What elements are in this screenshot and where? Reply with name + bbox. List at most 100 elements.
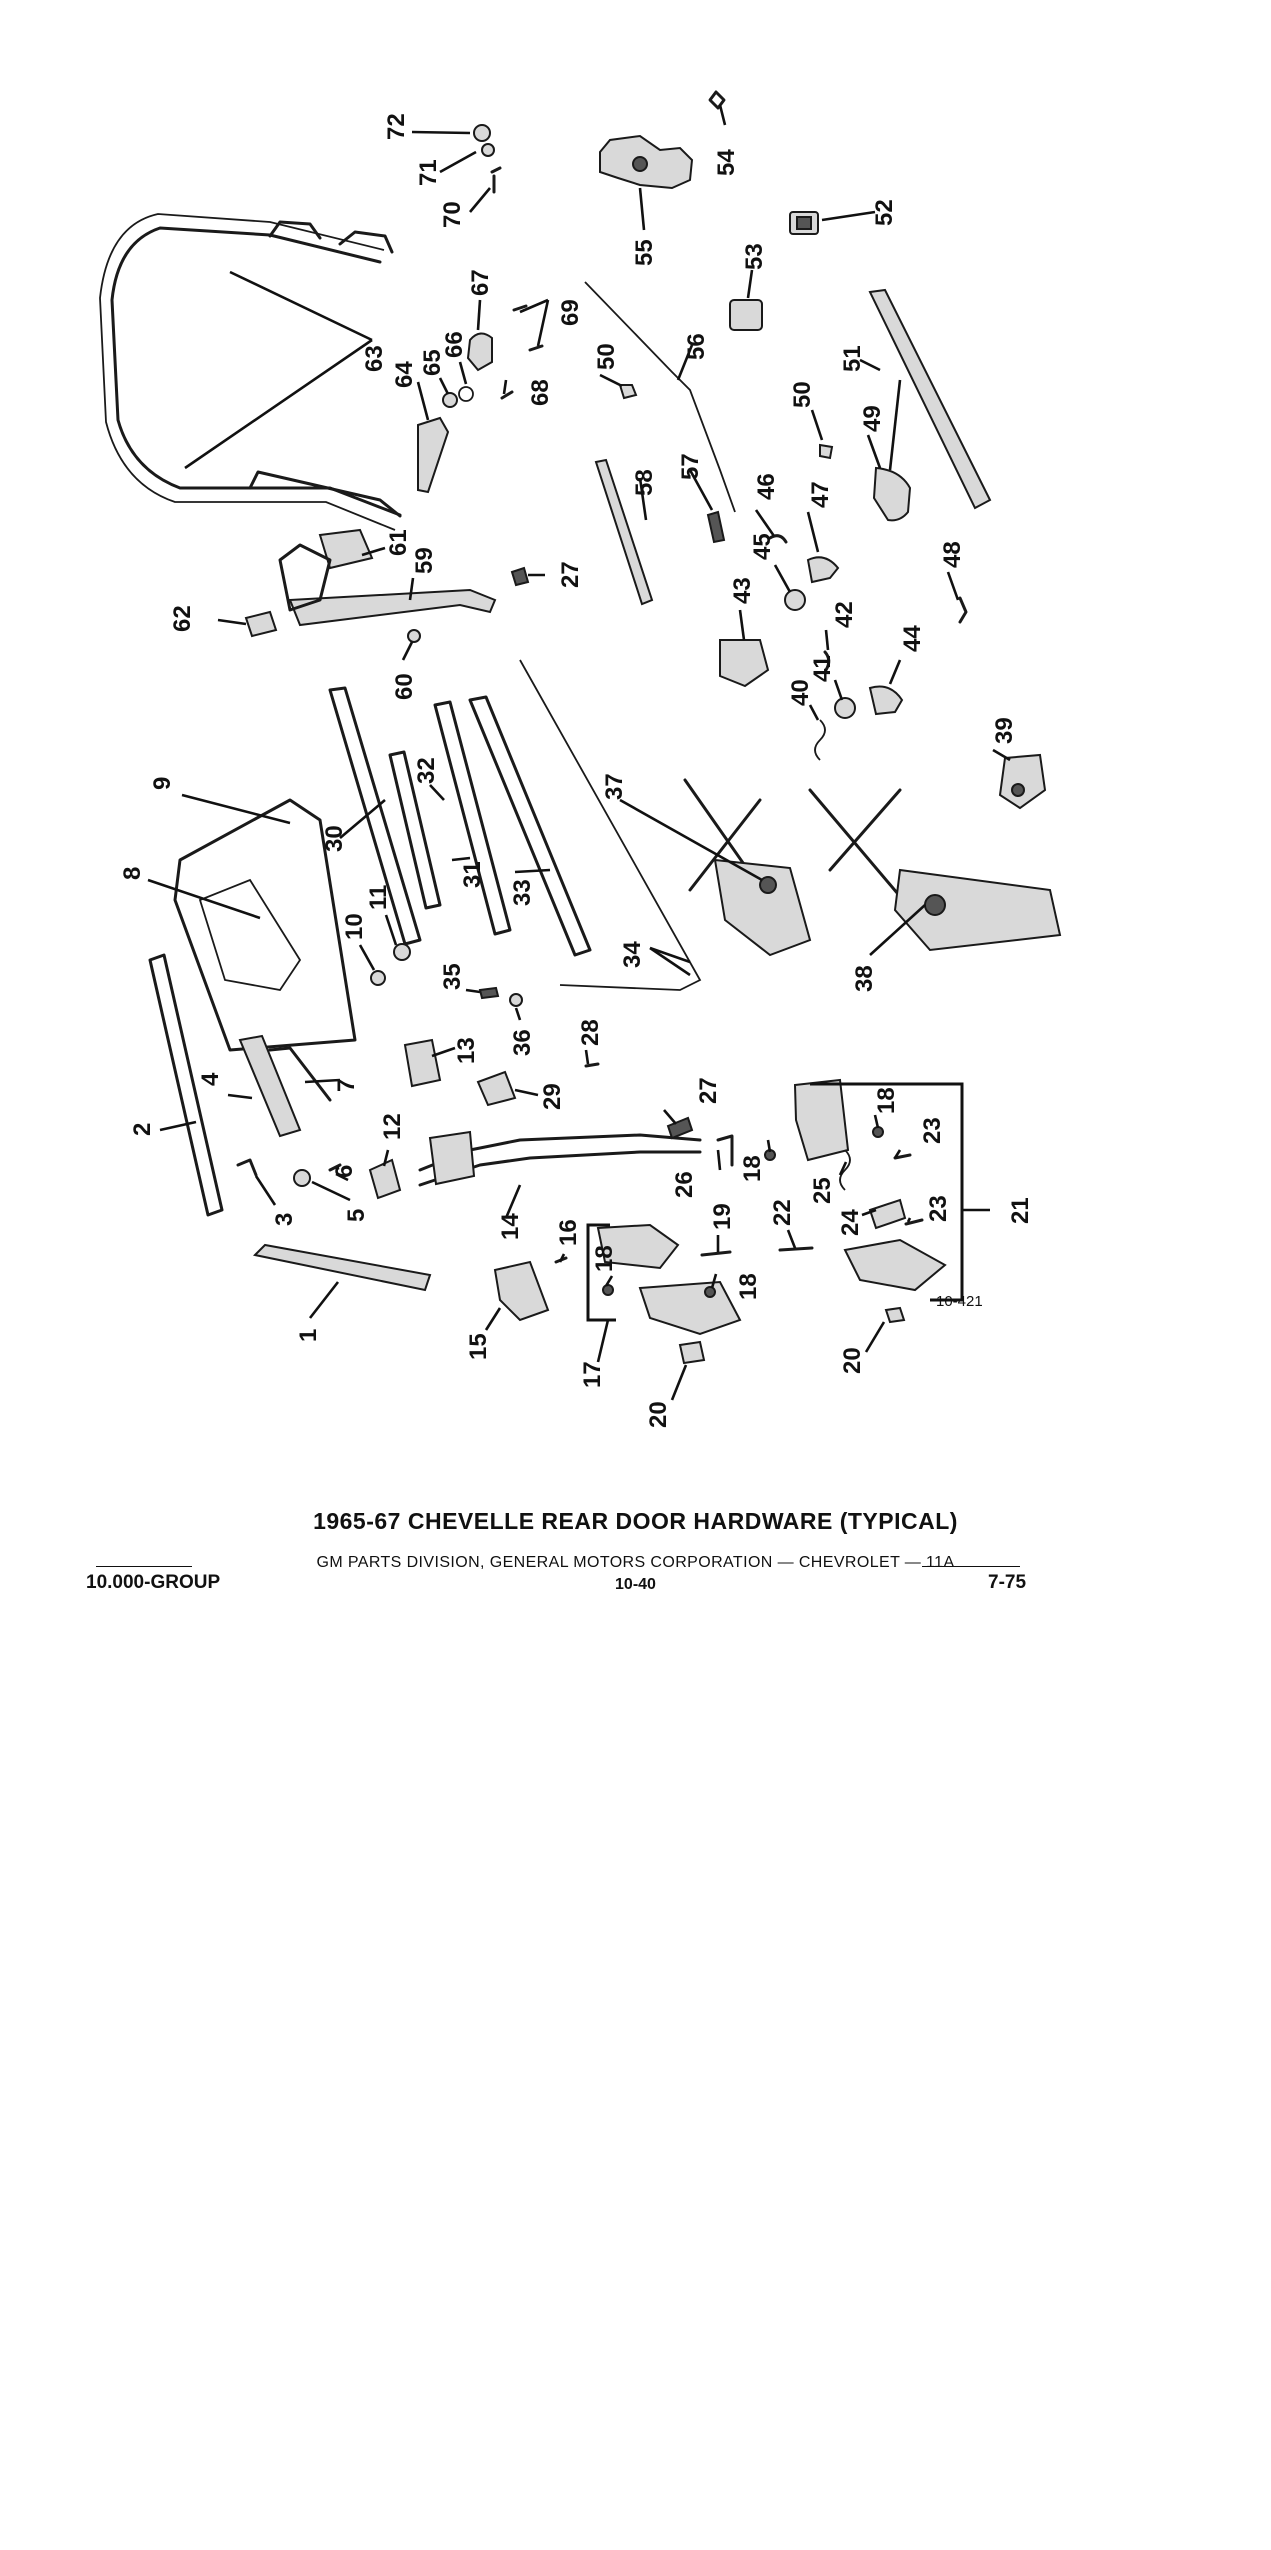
part-61-bracket: [318, 528, 374, 570]
callout-34: 34: [619, 941, 646, 968]
callout-57: 57: [677, 453, 704, 480]
callout-33: 33: [509, 879, 536, 906]
callout-58: 58: [631, 469, 658, 496]
callout-13: 13: [453, 1037, 480, 1064]
part-30-channel: [328, 686, 422, 946]
part-9-panel: [173, 798, 357, 1052]
part-19-pin: [700, 1250, 732, 1257]
part-38-motor: [893, 868, 1062, 952]
part-69-screws: [512, 304, 544, 352]
part-28-screw: [584, 1062, 600, 1068]
part-58-guide: [594, 458, 654, 606]
part-21-handle-base: [843, 1238, 947, 1292]
callout-12: 12: [379, 1113, 406, 1140]
callout-3: 3: [271, 1213, 298, 1226]
part-14-mount: [428, 1130, 476, 1186]
part-43-bracket: [719, 639, 770, 688]
callout-64: 64: [391, 361, 418, 388]
part-63-run-channel-inner: [99, 213, 396, 531]
part-18-screw-d: [602, 1284, 614, 1296]
part-64-handle: [417, 416, 450, 494]
callout-18-upper: 18: [739, 1155, 766, 1182]
callout-53: 53: [741, 243, 768, 270]
callout-27-lower: 27: [695, 1077, 722, 1104]
callout-10: 10: [341, 913, 368, 940]
callout-21: 21: [1007, 1197, 1034, 1224]
callout-42: 42: [831, 601, 858, 628]
footer-division: GM PARTS DIVISION, GENERAL MOTORS CORPOR…: [316, 1554, 955, 1571]
callout-40: 40: [787, 679, 814, 706]
part-7-channel: [268, 1046, 332, 1102]
part-62-bracket: [244, 610, 278, 638]
part-1-weatherstrip: [252, 1243, 432, 1292]
part-13-bracket: [403, 1038, 442, 1088]
callout-45: 45: [749, 533, 776, 560]
part-11-nut: [393, 943, 411, 961]
part-18-screw-b: [872, 1126, 884, 1138]
part-10-nut: [370, 970, 386, 986]
footer-group: 10.000-GROUP: [86, 1572, 221, 1593]
part-31-channel: [433, 700, 512, 936]
callout-54: 54: [713, 149, 740, 176]
callout-48: 48: [939, 541, 966, 568]
callout-18-left: 18: [591, 1245, 618, 1272]
figure-reference: 10-421: [936, 1293, 983, 1310]
callout-35: 35: [439, 963, 466, 990]
callout-9: 9: [149, 777, 176, 790]
part-36-nut: [509, 993, 523, 1007]
leader-arrows: [147, 104, 1011, 1401]
callout-41: 41: [809, 655, 836, 682]
part-63-rear-post: [248, 470, 402, 518]
part-57-bolt: [706, 510, 726, 544]
part-48-clip: [958, 596, 968, 624]
callout-26: 26: [671, 1171, 698, 1198]
callout-23-upper: 23: [919, 1117, 946, 1144]
callout-68: 68: [527, 379, 554, 406]
footer-rule-left: [96, 1566, 192, 1567]
part-59-arm: [288, 588, 497, 627]
part-41-knob: [834, 697, 856, 719]
callout-14: 14: [497, 1213, 524, 1240]
callout-70: 70: [439, 201, 466, 228]
callout-62: 62: [169, 605, 196, 632]
footer-rule-right: [922, 1566, 1020, 1567]
part-50-nut-a: [618, 384, 638, 400]
callout-22: 22: [769, 1199, 796, 1226]
callout-47: 47: [807, 481, 834, 508]
callout-43: 43: [729, 577, 756, 604]
part-25-spring: [839, 1149, 851, 1191]
part-39-bracket: [998, 753, 1047, 810]
part-8-regulator: [198, 878, 302, 991]
callout-46: 46: [753, 473, 780, 500]
part-71-washer: [481, 143, 495, 157]
part-37-pivot: [759, 876, 777, 894]
part-2-channel: [148, 953, 224, 1217]
callout-49: 49: [859, 405, 886, 432]
callout-59: 59: [411, 547, 438, 574]
callout-52: 52: [871, 199, 898, 226]
part-35-bolt: [478, 986, 500, 1000]
part-50-nut-b: [819, 443, 834, 460]
part-63-run-channel: [110, 226, 402, 517]
part-54-clip: [708, 90, 726, 110]
part-40-spring: [814, 719, 826, 761]
callout-20-left: 20: [645, 1401, 672, 1428]
part-6-screw: [328, 1163, 342, 1172]
callout-16: 16: [555, 1219, 582, 1246]
callout-56: 56: [683, 333, 710, 360]
part-5-bushing: [293, 1169, 311, 1187]
callout-1: 1: [295, 1329, 322, 1342]
part-53-plate: [729, 299, 763, 331]
part-17-handle: [596, 1223, 680, 1270]
part-3-screw: [236, 1158, 258, 1177]
part-21-lock-body: [793, 1078, 850, 1162]
part-23-pin-b: [904, 1218, 924, 1226]
callout-67: 67: [467, 269, 494, 296]
callout-18-mid: 18: [735, 1273, 762, 1300]
part-33-channel: [468, 695, 592, 957]
callout-50a: 50: [593, 343, 620, 370]
part-4-channel: [238, 1034, 302, 1138]
part-29-bracket: [476, 1070, 517, 1107]
callout-27-upper: 27: [557, 561, 584, 588]
callout-7: 7: [333, 1079, 360, 1092]
